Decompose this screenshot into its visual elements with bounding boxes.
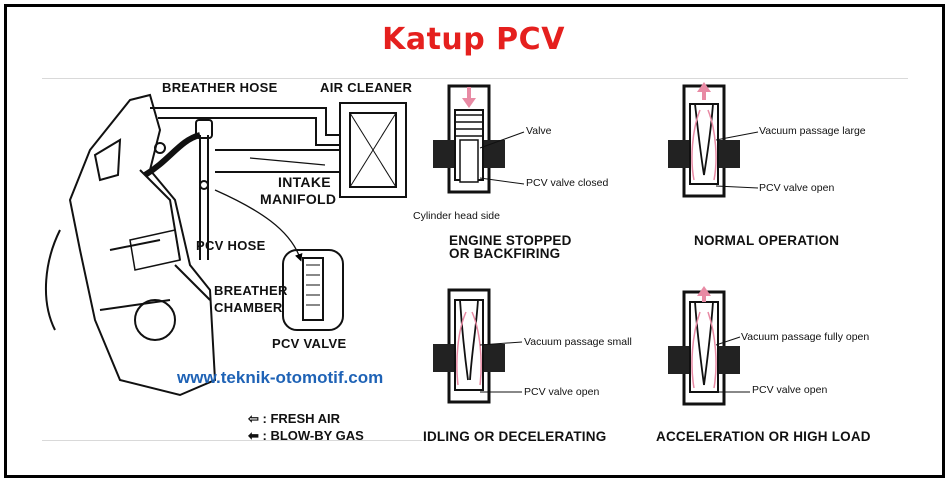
panel1-caption-2: OR BACKFIRING [449, 246, 561, 261]
panel4-caption: ACCELERATION OR HIGH LOAD [656, 429, 871, 444]
label-breather-hose: BREATHER HOSE [162, 80, 278, 95]
panel2-label-open: PCV valve open [759, 182, 835, 194]
engine-illustration [45, 93, 407, 397]
website-watermark: www.teknik-otomotif.com [177, 368, 384, 387]
label-pcv-valve: PCV VALVE [272, 336, 347, 351]
valve-acceleration [668, 286, 750, 406]
divider-top [42, 78, 908, 79]
valve-stopped [433, 84, 525, 194]
panel3-label-vacuum: Vacuum passage small [524, 336, 632, 348]
divider-bottom [42, 440, 422, 441]
valve-idling [433, 288, 523, 404]
label-chamber: CHAMBER [214, 300, 283, 315]
label-intake: INTAKE [278, 174, 331, 190]
label-pcv-hose: PCV HOSE [196, 238, 266, 253]
panel1-label-cylinder: Cylinder head side [413, 210, 500, 222]
valve-normal [668, 82, 759, 198]
panel4-label-open: PCV valve open [752, 384, 828, 396]
panel4-label-vacuum: Vacuum passage fully open [741, 331, 870, 343]
label-manifold: MANIFOLD [260, 191, 337, 207]
page-title: Katup PCV [382, 22, 565, 57]
panel1-caption-1: ENGINE STOPPED [449, 233, 572, 248]
panel3-caption: IDLING OR DECELERATING [423, 429, 607, 444]
panel1-label-closed: PCV valve closed [526, 177, 609, 189]
label-breather: BREATHER [214, 283, 288, 298]
panel2-caption: NORMAL OPERATION [694, 233, 840, 248]
legend-fresh-air: ⇦ : FRESH AIR [248, 411, 341, 426]
label-air-cleaner: AIR CLEANER [320, 80, 413, 95]
image-frame [4, 4, 945, 478]
legend-blowby-gas: ⬅ : BLOW-BY GAS [248, 428, 364, 443]
panel1-label-valve: Valve [526, 125, 552, 137]
panel3-label-open: PCV valve open [524, 386, 600, 398]
panel2-label-vacuum: Vacuum passage large [759, 125, 866, 137]
